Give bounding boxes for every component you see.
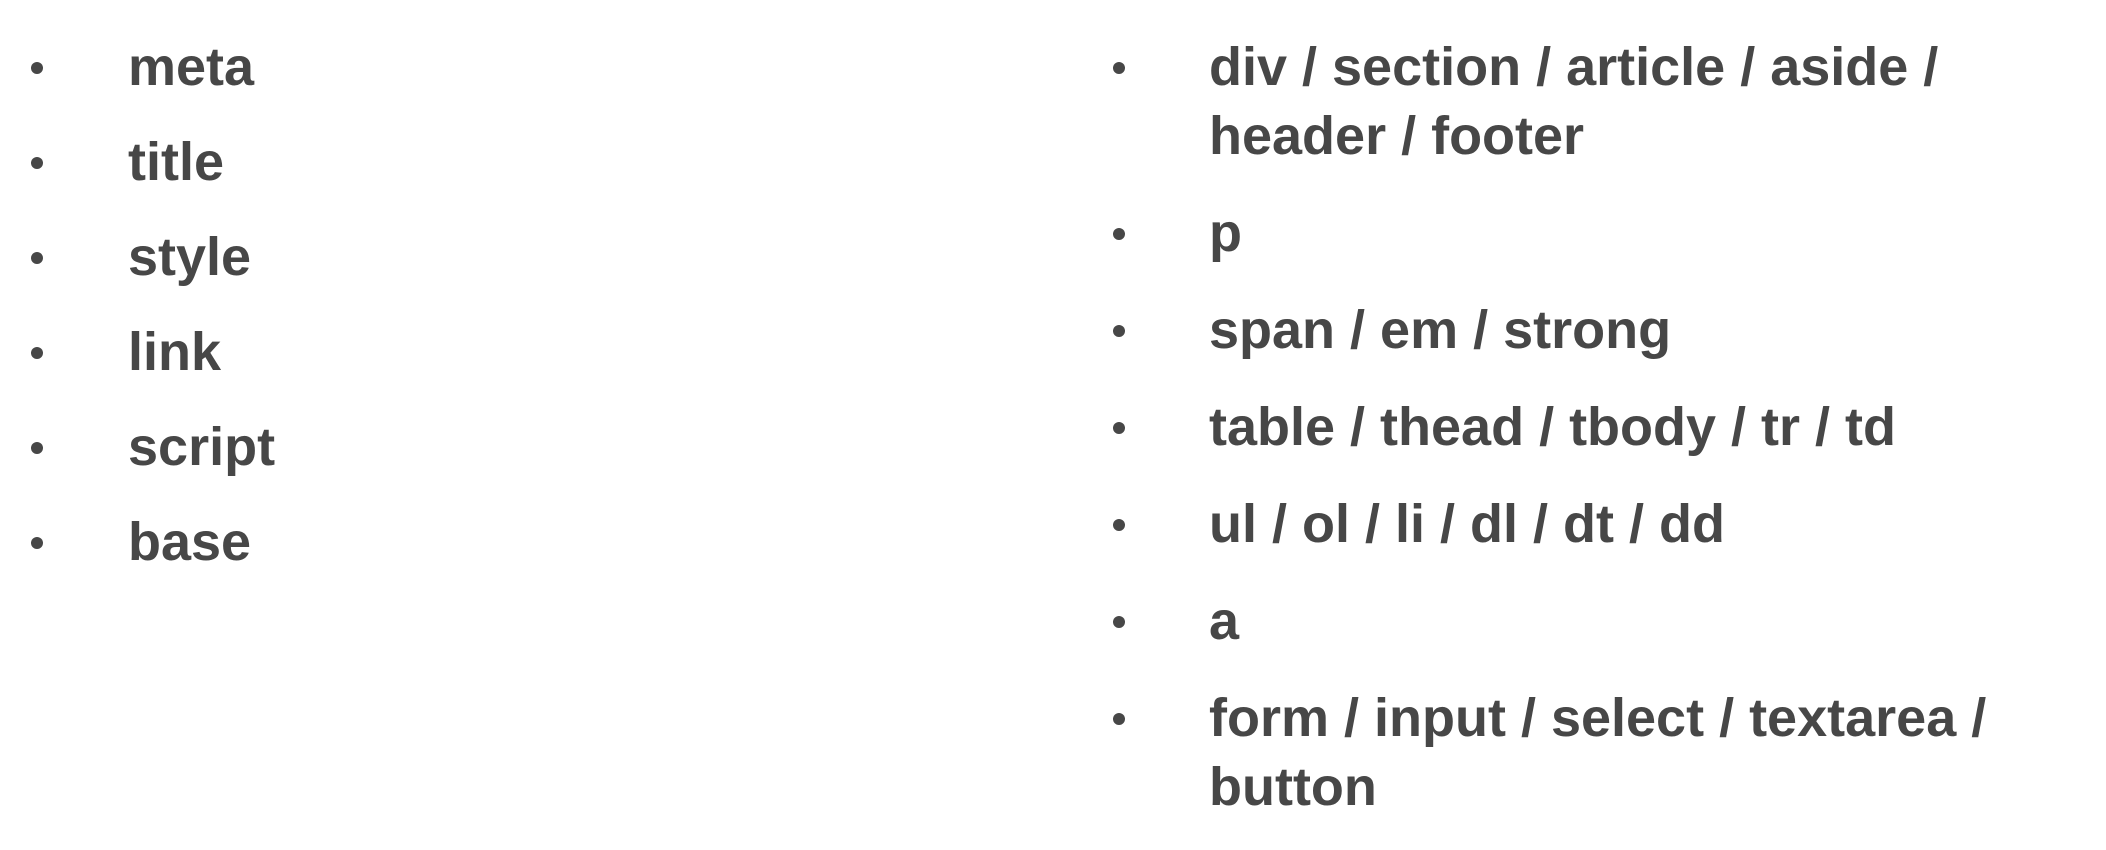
list-item: script [0, 413, 1000, 482]
bullet-icon [1113, 228, 1125, 240]
list-item-label: style [128, 227, 252, 287]
list-item: p [1085, 199, 2085, 268]
bullet-icon [31, 442, 43, 454]
list-item-label: div / section / article / aside / header… [1209, 37, 1939, 166]
bullet-icon [31, 62, 43, 74]
list-item: table / thead / tbody / tr / td [1085, 393, 2085, 462]
bullet-icon [31, 157, 43, 169]
bullet-icon [1113, 519, 1125, 531]
bullet-icon [31, 347, 43, 359]
list-item-label: title [128, 132, 225, 192]
list-item-label: a [1209, 591, 1240, 651]
body-elements-list: div / section / article / aside / header… [1085, 33, 2085, 850]
list-item-label: base [128, 512, 252, 572]
bullet-icon [1113, 325, 1125, 337]
list-item-label: span / em / strong [1209, 300, 1672, 360]
list-item: span / em / strong [1085, 296, 2085, 365]
bullet-icon [1113, 713, 1125, 725]
list-item-label: script [128, 417, 276, 477]
bullet-icon [1113, 616, 1125, 628]
list-item: base [0, 508, 1000, 577]
bullet-icon [31, 252, 43, 264]
list-item-label: form / input / select / textarea / butto… [1209, 688, 1987, 817]
list-item: title [0, 128, 1000, 197]
bullet-icon [1113, 422, 1125, 434]
list-item: link [0, 318, 1000, 387]
list-item: meta [0, 33, 1000, 102]
list-item-label: meta [128, 37, 255, 97]
head-elements-list: meta title style link script base [0, 33, 1000, 603]
list-item: style [0, 223, 1000, 292]
bullet-icon [1113, 62, 1125, 74]
list-item: div / section / article / aside / header… [1085, 33, 2085, 171]
list-item: form / input / select / textarea / butto… [1085, 684, 2085, 822]
list-item-label: ul / ol / li / dl / dt / dd [1209, 494, 1725, 554]
list-item-label: table / thead / tbody / tr / td [1209, 397, 1897, 457]
list-item: a [1085, 587, 2085, 656]
list-item: ul / ol / li / dl / dt / dd [1085, 490, 2085, 559]
list-item-label: link [128, 322, 222, 382]
list-item-label: p [1209, 203, 1242, 263]
bullet-icon [31, 537, 43, 549]
